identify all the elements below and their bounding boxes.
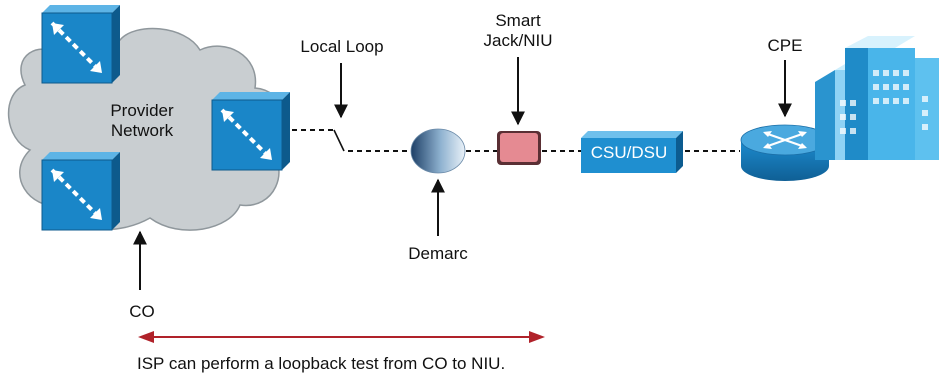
cpe-label: CPE	[767, 36, 803, 55]
building-icon	[815, 36, 939, 160]
csu-dsu-icon	[581, 131, 683, 173]
switch-icon	[40, 150, 122, 232]
smart-jack-label: Smart Jack/NIU	[483, 11, 553, 50]
csu-dsu-label: CSU/DSU	[590, 143, 668, 162]
loopback-range-arrow	[138, 331, 545, 343]
local-loop-label: Local Loop	[300, 37, 384, 56]
loopback-note: ISP can perform a loopback test from CO …	[137, 354, 506, 373]
niu-icon	[497, 131, 541, 165]
local-loop-break	[333, 129, 345, 152]
circuit-line	[292, 129, 740, 152]
demarc-icon	[410, 128, 466, 174]
provider-network-label: Provider Network	[110, 101, 174, 140]
demarc-label: Demarc	[408, 244, 468, 263]
router-icon	[740, 124, 830, 181]
switch-icon	[40, 3, 122, 85]
co-label: CO	[129, 302, 155, 321]
switch-icon	[210, 90, 292, 172]
